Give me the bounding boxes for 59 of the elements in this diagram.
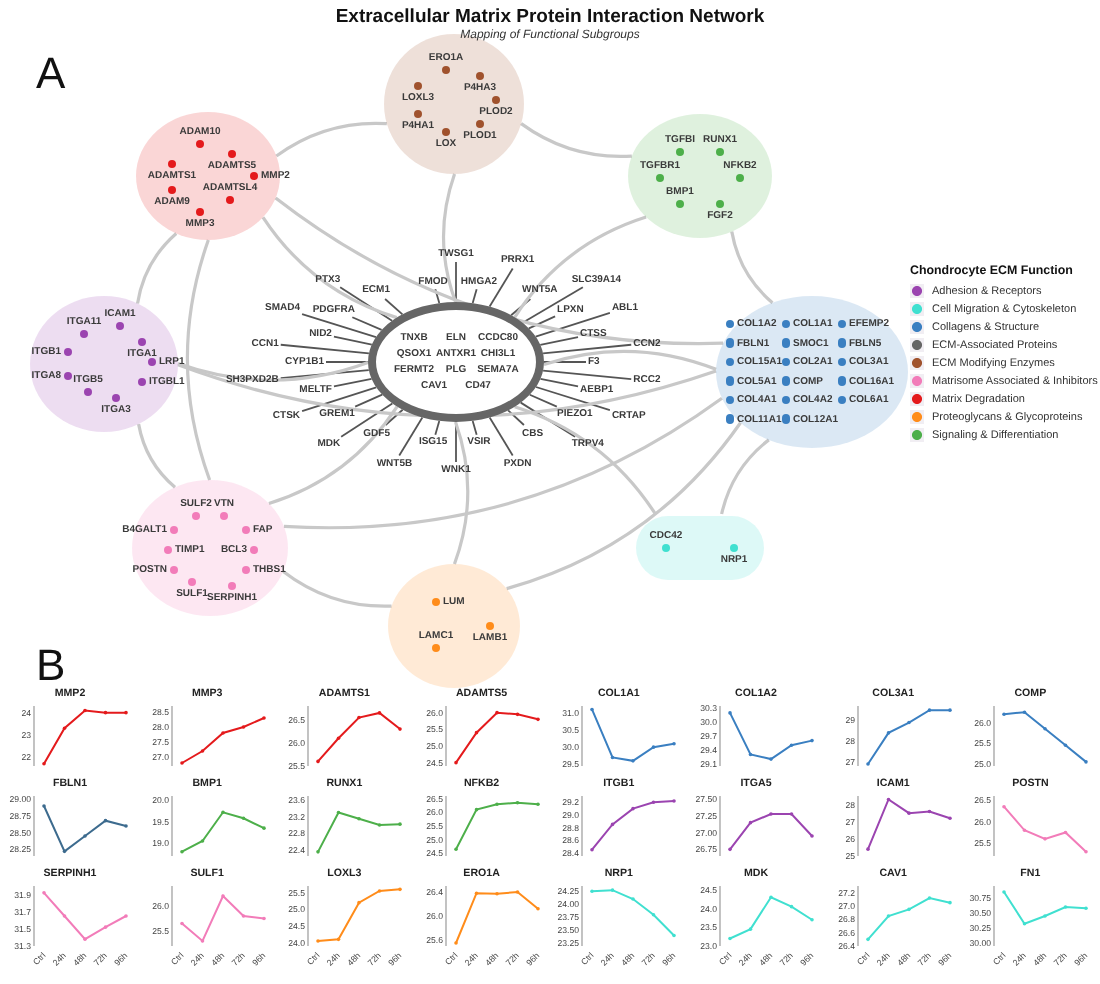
- interaction-line: [283, 397, 723, 530]
- interaction-line: [514, 405, 657, 515]
- connector-line: [325, 361, 369, 363]
- interaction-line: [452, 421, 470, 565]
- connector-line: [455, 261, 457, 303]
- interaction-line: [261, 216, 398, 320]
- connector-line: [351, 316, 383, 331]
- interaction-line: [135, 232, 178, 304]
- connector-line: [333, 377, 373, 388]
- interaction-line: [268, 405, 399, 505]
- connector-line: [542, 369, 633, 381]
- interaction-line: [185, 239, 212, 481]
- interaction-line: [275, 121, 387, 158]
- connector-line: [543, 361, 587, 363]
- connector-line: [384, 298, 404, 316]
- connector-line: [333, 335, 373, 346]
- connector-line: [507, 409, 525, 426]
- connector-line: [528, 315, 556, 330]
- connector-line: [354, 393, 384, 408]
- connector-line: [471, 288, 478, 304]
- hub-ring: [368, 302, 544, 422]
- connector-line: [539, 336, 579, 346]
- connector-line: [279, 343, 370, 355]
- interaction-line: [730, 231, 774, 304]
- connector-line: [279, 369, 370, 380]
- connector-line: [384, 408, 404, 426]
- connector-line: [510, 298, 532, 317]
- connector-line: [398, 416, 424, 457]
- interaction-line: [520, 122, 632, 158]
- connector-line: [488, 416, 514, 457]
- connector-line: [471, 420, 478, 436]
- connector-line: [534, 311, 611, 338]
- connector-line: [434, 420, 441, 436]
- connector-line: [542, 343, 633, 355]
- interaction-line: [282, 570, 392, 608]
- connector-line: [539, 377, 579, 388]
- panel-letter: A: [36, 52, 66, 96]
- interaction-line: [506, 421, 742, 591]
- interaction-line: [513, 215, 647, 319]
- interaction-line: [177, 361, 369, 382]
- connector-line: [301, 386, 378, 412]
- connector-line: [434, 288, 441, 304]
- connector-line: [488, 267, 514, 308]
- connector-line: [519, 401, 576, 438]
- connector-line: [535, 386, 611, 411]
- connector-line: [339, 286, 393, 322]
- connector-line: [521, 286, 584, 324]
- interaction-line: [441, 173, 458, 303]
- interaction-line: [543, 349, 717, 371]
- interaction-line: [720, 438, 770, 515]
- interaction-line: [137, 423, 177, 489]
- cluster-region: [636, 516, 764, 580]
- connector-line: [340, 402, 394, 438]
- interaction-line: [274, 196, 724, 345]
- panel-letter: B: [36, 644, 66, 688]
- connector-line: [301, 313, 377, 338]
- diagram-title: Extracellular Matrix Protein Interaction Network: [335, 6, 765, 28]
- connector-line: [455, 421, 457, 463]
- connector-line: [528, 393, 558, 408]
